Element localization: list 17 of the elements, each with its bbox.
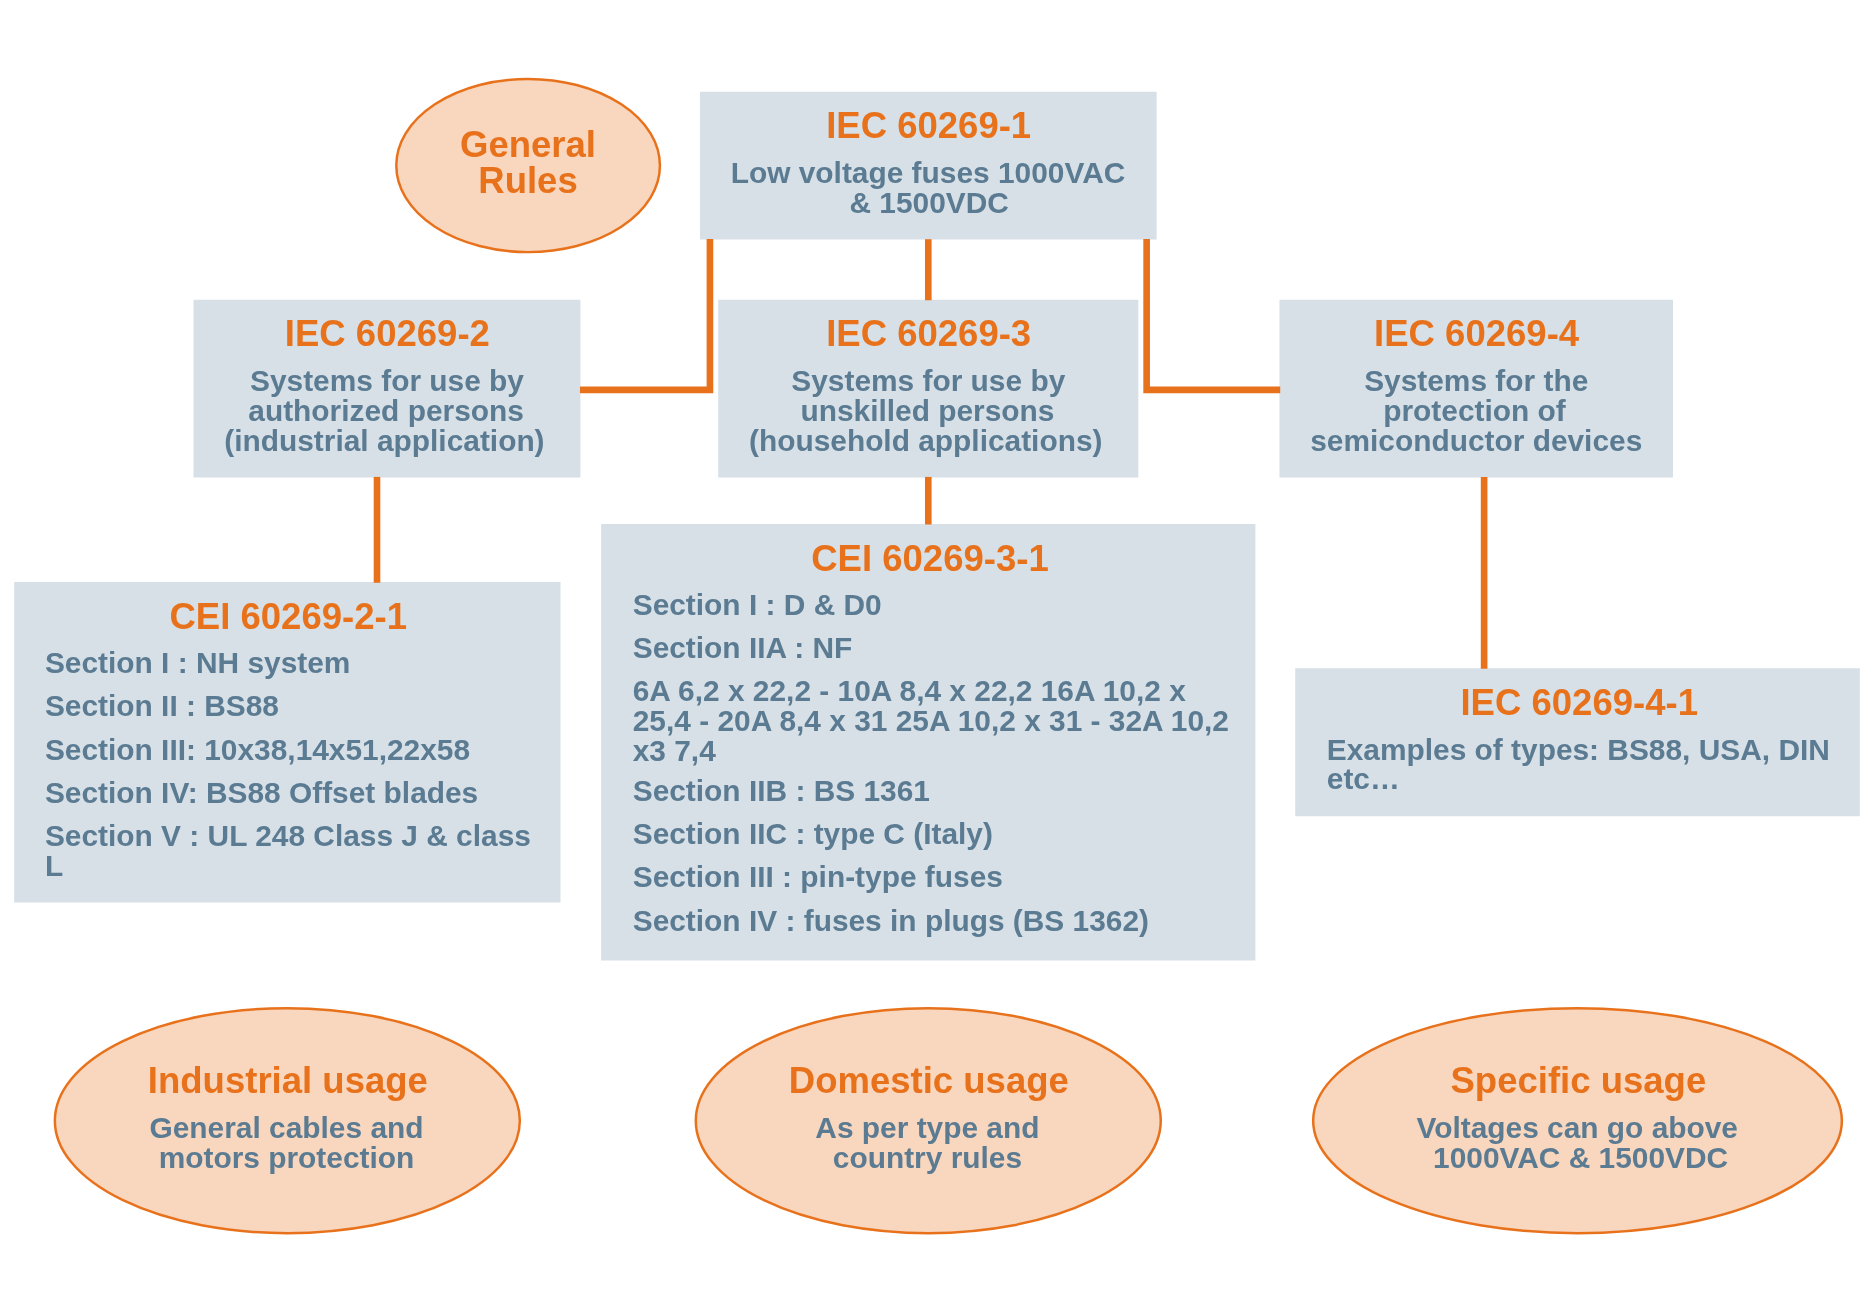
connector [1480, 476, 1488, 669]
node-ellipse: Domestic usage As per type and country rules [694, 1006, 1162, 1235]
node-ellipse: General Rules [395, 77, 662, 254]
node-box: CEI 60269-2-1 Section I : NH system Section II : BS88 Section III: 10x38,14x51,22x58 Section IV: BS88 Offset blades Section V : UL 248 Class J & class L [14, 582, 561, 903]
connector [924, 476, 932, 525]
node-box: IEC 60269-1 Low voltage fuses 1000VAC & 1500VDC [699, 91, 1157, 240]
node-box: IEC 60269-4-1 Examples of types: BS88, USA, DIN etc… [1295, 668, 1860, 817]
connector [924, 239, 932, 301]
node-ellipse: Specific usage Voltages can go above 1000VAC & 1500VDC [1311, 1006, 1844, 1235]
node-box: IEC 60269-2 Systems for use by authorized persons (industrial application) [193, 299, 581, 478]
node-box: IEC 60269-3 Systems for use by unskilled persons (household applications) [718, 299, 1139, 478]
node-ellipse: Industrial usage General cables and motors protection [53, 1006, 522, 1235]
connector [373, 476, 381, 583]
connector [579, 239, 714, 394]
node-box: IEC 60269-4 Systems for the protection of semiconductor devices [1279, 299, 1673, 478]
node-box: CEI 60269-3-1 Section I : D & D0 Section IIA : NF 6A 6,2 x 22,2 - 10A 8,4 x 22,2 16A 10,2 x 25,4 - 20A 8,4 x 31 25A 10,2 x 31 - 32A 10,2 x3 7,4 Section IIB : BS 1361 Section IIC : type C (Italy) Section III : pin-type fuses Section IV : fuses in plugs (BS 1362) [601, 523, 1256, 961]
connector [1143, 239, 1281, 394]
